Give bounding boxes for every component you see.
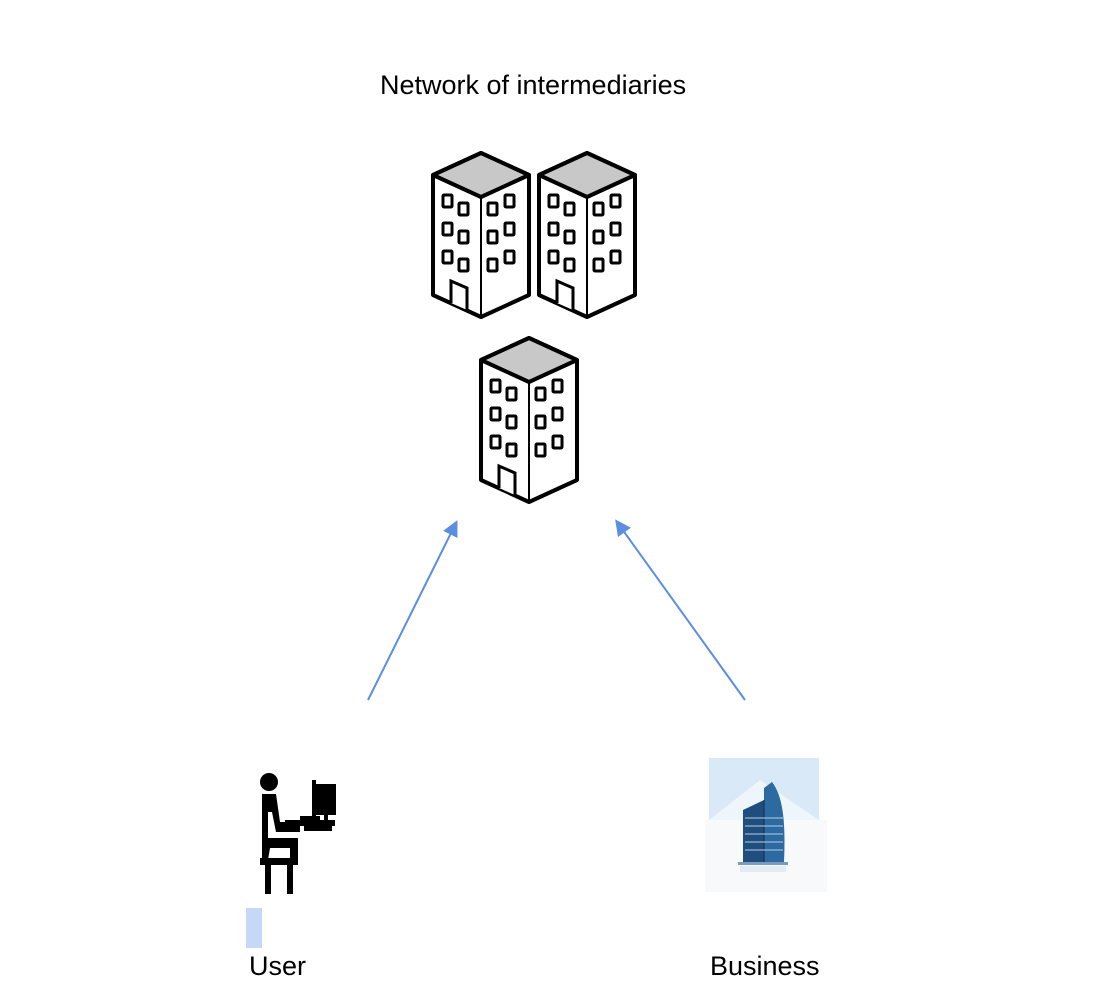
business-label: Business bbox=[710, 951, 820, 981]
user-to-intermediaries-arrow bbox=[367, 520, 458, 701]
office-building-icon bbox=[431, 151, 531, 319]
business-to-intermediaries-arrow bbox=[615, 519, 746, 701]
diagram-title: Network of intermediaries bbox=[380, 70, 687, 100]
person-at-computer-icon bbox=[260, 773, 336, 894]
text-selection-highlight bbox=[246, 908, 262, 948]
user-label: User bbox=[249, 951, 307, 981]
office-building-icon bbox=[537, 151, 637, 319]
skyscraper-icon bbox=[705, 758, 827, 892]
office-building-icon bbox=[479, 336, 579, 504]
intermediaries-node bbox=[431, 151, 637, 504]
